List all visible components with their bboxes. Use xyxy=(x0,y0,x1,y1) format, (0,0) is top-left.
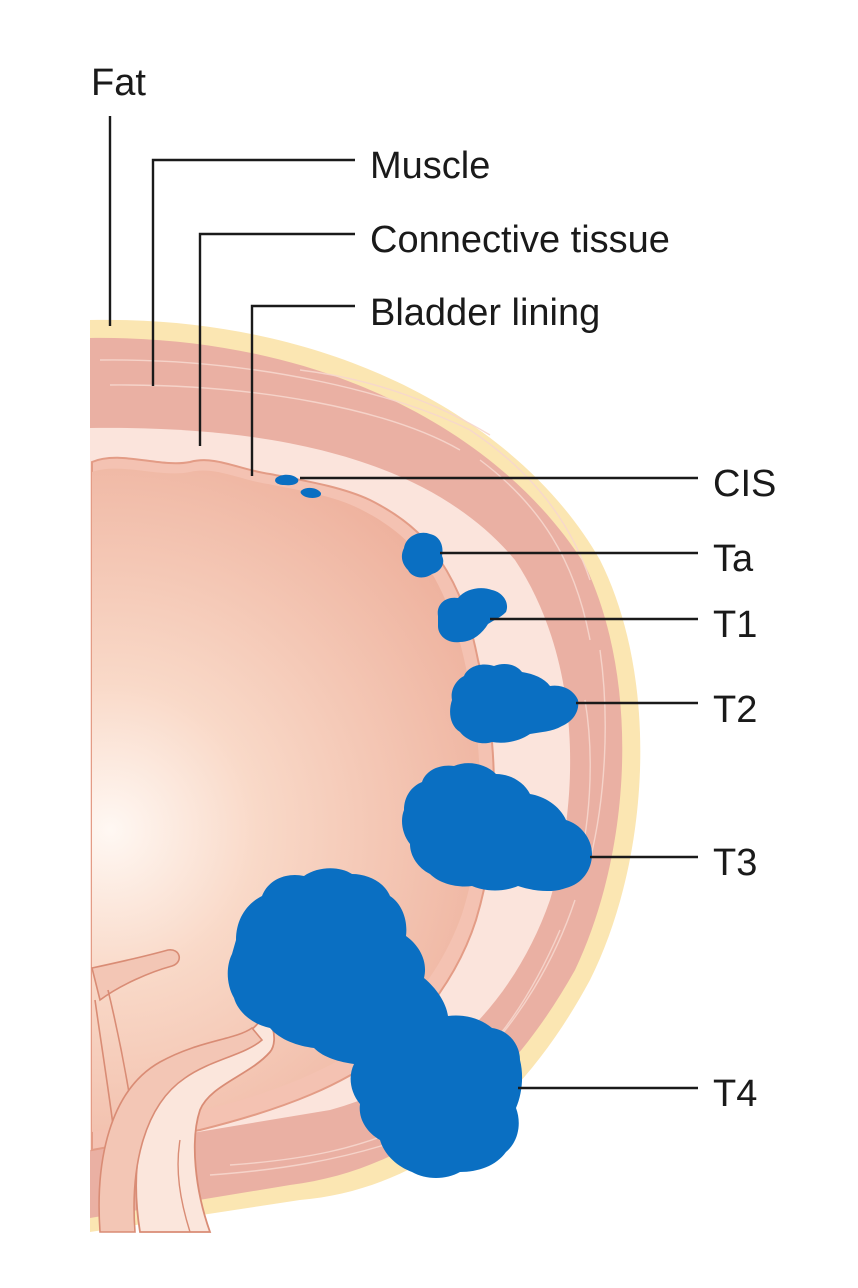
label-connective-tissue: Connective tissue xyxy=(370,219,670,261)
label-ta: Ta xyxy=(713,538,754,580)
tumour-t3 xyxy=(402,763,592,892)
label-cis: CIS xyxy=(713,463,777,505)
label-t4: T4 xyxy=(713,1073,758,1115)
label-t1: T1 xyxy=(713,604,758,646)
label-bladder-lining: Bladder lining xyxy=(370,292,601,334)
tumour-ta xyxy=(401,532,444,578)
label-muscle: Muscle xyxy=(370,145,491,187)
label-t3: T3 xyxy=(713,842,758,884)
label-t2: T2 xyxy=(713,689,758,731)
ureter-structure xyxy=(91,949,275,1233)
leader-muscle xyxy=(151,158,355,386)
tumour-t2 xyxy=(450,664,579,744)
tumour-t1 xyxy=(437,588,508,643)
leader-connective-tissue xyxy=(198,232,355,446)
tumour-t4 xyxy=(227,868,523,1178)
leader-bladder-lining xyxy=(250,304,355,476)
tumours xyxy=(227,474,592,1178)
label-fat: Fat xyxy=(91,62,146,104)
tumour-cis xyxy=(275,474,322,498)
leader-lines xyxy=(108,116,698,1090)
